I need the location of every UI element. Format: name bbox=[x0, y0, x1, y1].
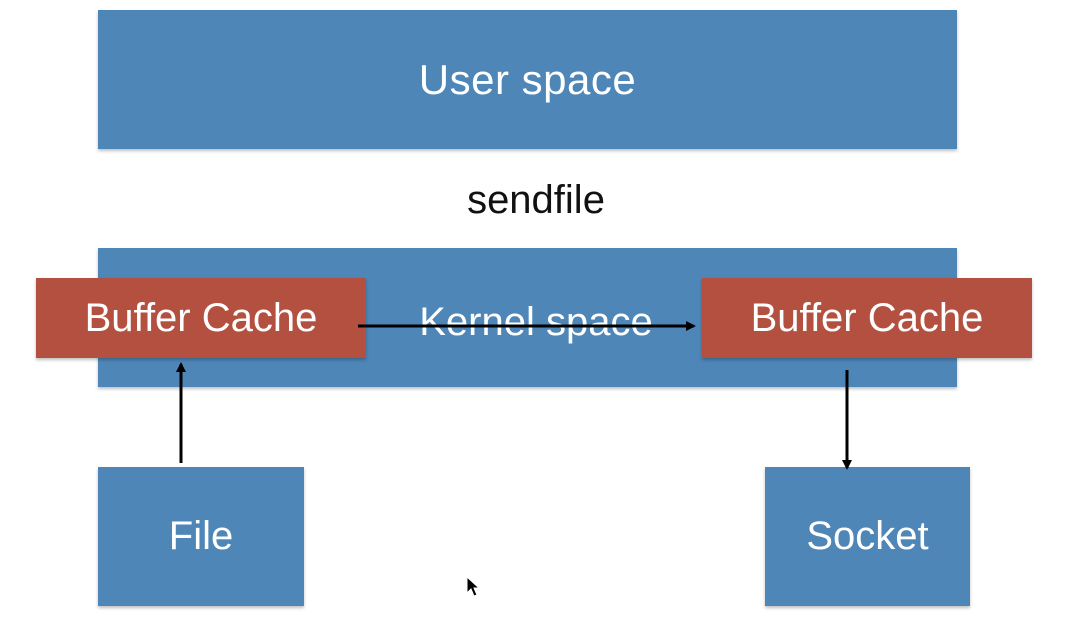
buffer-cache-right-box: Buffer Cache bbox=[702, 278, 1032, 358]
socket-label: Socket bbox=[806, 514, 929, 558]
kernel-space-label: Kernel space bbox=[419, 300, 653, 344]
sendfile-label: sendfile bbox=[467, 178, 605, 222]
file-label: File bbox=[168, 514, 234, 558]
buffer-cache-left-label: Buffer Cache bbox=[84, 295, 318, 340]
socket-box: Socket bbox=[765, 467, 970, 606]
user-space-box: User space bbox=[98, 10, 957, 149]
buffer-cache-right-label: Buffer Cache bbox=[750, 295, 984, 340]
file-box: File bbox=[98, 467, 304, 606]
user-space-label: User space bbox=[418, 55, 637, 103]
buffer-cache-left-box: Buffer Cache bbox=[36, 278, 366, 358]
mouse-pointer-icon bbox=[466, 575, 481, 597]
